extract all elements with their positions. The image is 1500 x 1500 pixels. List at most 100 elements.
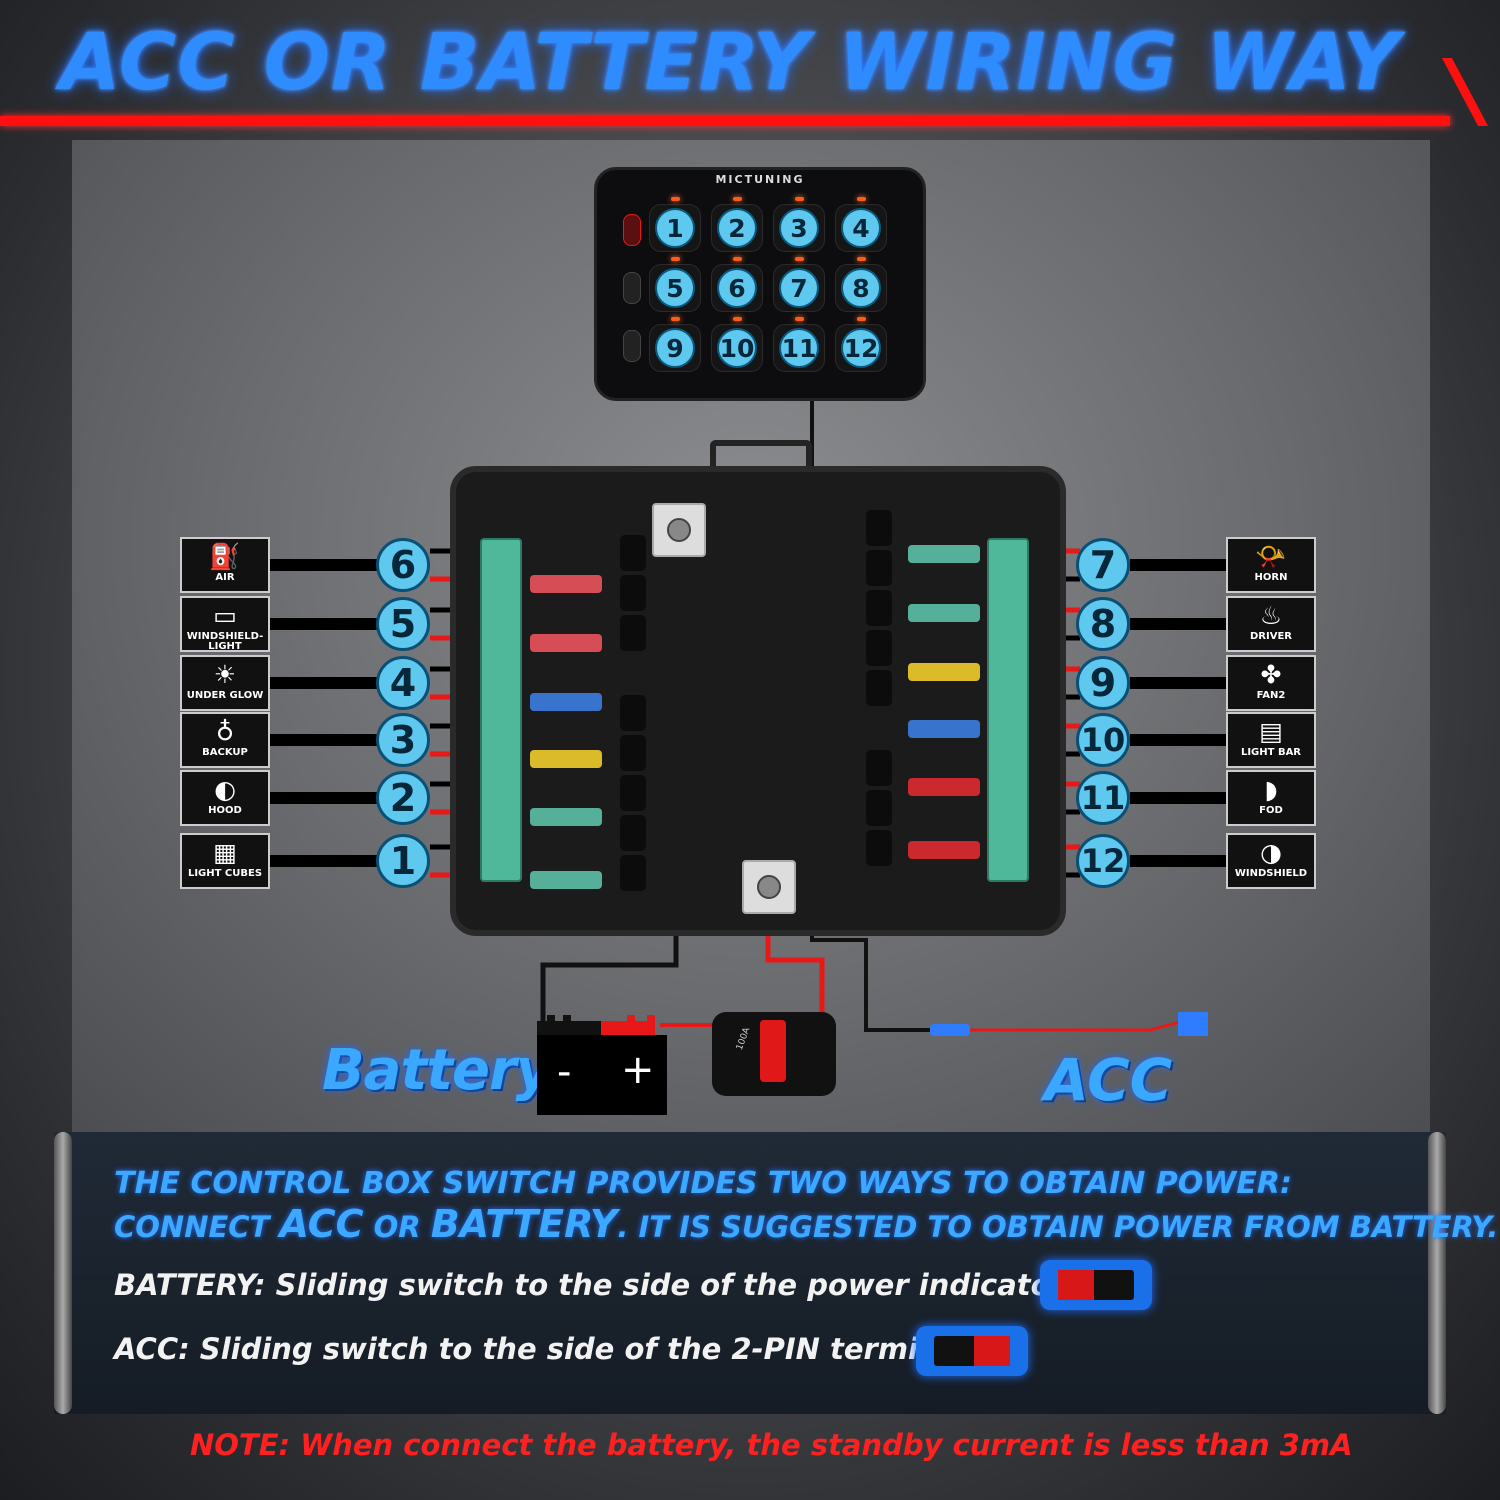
light-bar-icon: ▤ [1259,717,1283,746]
seat-heater-icon: ♨ [1259,601,1283,630]
icon-label-under-glow: ☀UNDER GLOW [180,655,270,711]
keypad-led [857,257,866,261]
keypad-button-label: 5 [655,268,695,308]
icon-label-fan2: ✤FAN2 [1226,655,1316,711]
box-handle [710,440,812,480]
keypad-led [733,317,742,321]
keypad-button-1[interactable]: 1 [649,197,701,252]
channel-number-5: 5 [376,597,430,651]
fuse-left-6 [530,575,602,593]
keypad-button-label: 4 [841,208,881,248]
keypad-button-6[interactable]: 6 [711,257,763,312]
compressor-icon: ⛽ [209,542,241,571]
channel-number-9: 9 [1076,656,1130,710]
fuse-left-3 [530,750,602,768]
fuse-right-12 [908,841,980,859]
battery-posts [537,1015,655,1035]
channel-number-3: 3 [376,713,430,767]
acc-switch-icon [916,1326,1028,1376]
keypad-led [857,197,866,201]
channel-number-4: 4 [376,656,430,710]
keypad-button-label: 6 [717,268,757,308]
keypad-button-label: 3 [779,208,819,248]
keypad-button-label: 12 [841,328,881,368]
fuse-right-9 [908,663,980,681]
right-terminal-block [987,538,1029,882]
channel-number-8: 8 [1076,597,1130,651]
channel-number-11: 11 [1076,771,1130,825]
relay-2 [620,575,646,611]
fuse-left-2 [530,808,602,826]
positive-stud [742,860,796,914]
page-title: ACC OR BATTERY WIRING WAY [60,18,1401,108]
keypad-button-3[interactable]: 3 [773,197,825,252]
fuse-left-1 [530,871,602,889]
relay-10 [866,550,892,586]
keypad-button-11[interactable]: 11 [773,317,825,372]
banner-cap-left [54,1132,72,1414]
keypad-led [671,257,680,261]
relay-13 [866,670,892,706]
relay-1 [620,535,646,571]
keypad-led [671,197,680,201]
channel-number-10: 10 [1076,713,1130,767]
icon-text: AIR [215,572,235,583]
icon-label-windshield: ◑WINDSHIELD [1226,833,1316,889]
keypad-button-5[interactable]: 5 [649,257,701,312]
ground-stud [652,503,706,557]
icon-text: LIGHT BAR [1240,747,1302,758]
mode-button[interactable] [623,330,641,362]
keypad-button-7[interactable]: 7 [773,257,825,312]
keypad-button-10[interactable]: 10 [711,317,763,372]
acc-label: ACC [1044,1046,1173,1114]
keypad-button-9[interactable]: 9 [649,317,701,372]
banner-cap-right [1428,1132,1446,1414]
channel-number-7: 7 [1076,538,1130,592]
windshield-icon: ◑ [1260,838,1282,867]
brightness-button[interactable] [623,272,641,304]
keypad-button-2[interactable]: 2 [711,197,763,252]
relay-7 [620,815,646,851]
icon-label-hood: ◐HOOD [180,770,270,826]
horn-icon: 📯 [1255,542,1287,571]
title-underline [0,116,1450,126]
hood-light-icon: ◐ [214,775,236,804]
keypad-button-4[interactable]: 4 [835,197,887,252]
fuse-right-11 [908,778,980,796]
info-banner: THE CONTROL BOX SWITCH PROVIDES TWO WAYS… [54,1132,1498,1414]
fuse-tap [1178,1012,1208,1036]
acc-red-wire [935,1016,1196,1032]
keypad-button-12[interactable]: 12 [835,317,887,372]
underglow-icon: ☀ [213,660,237,689]
fuse-right-10 [908,720,980,738]
keypad-led [795,197,804,201]
battery-label: Battery [322,1038,552,1103]
icon-text: DRIVER [1250,631,1292,642]
icon-text: HORN [1254,572,1288,583]
keypad-button-label: 1 [655,208,695,248]
relay-6 [620,775,646,811]
relay-15 [866,790,892,826]
info-line-2: CONNECT ACC OR BATTERY. IT IS SUGGESTED … [114,1202,1498,1246]
keypad-led [795,257,804,261]
info-line-1: THE CONTROL BOX SWITCH PROVIDES TWO WAYS… [114,1166,1292,1201]
keypad-led [857,317,866,321]
icon-label-fod: ◗FOD [1226,770,1316,826]
power-button[interactable] [623,214,641,246]
circuit-breaker: 100A [712,1012,836,1096]
relay-3 [620,615,646,651]
keypad-led [733,257,742,261]
keypad-button-8[interactable]: 8 [835,257,887,312]
fuse-right-8 [908,604,980,622]
info-battery: BATTERY [430,1202,618,1246]
info-suggestion: . IT IS SUGGESTED TO OBTAIN POWER FROM B… [617,1210,1499,1244]
fuse-left-5 [530,634,602,652]
icon-label-horn: 📯HORN [1226,537,1316,593]
relay-8 [620,855,646,891]
icon-text: UNDER GLOW [186,690,264,701]
battery-switch-icon [1040,1260,1152,1310]
battery-plus: + [621,1047,655,1093]
windshield-light-icon: ▭ [213,601,237,630]
light-cubes-icon: ▦ [213,838,237,867]
